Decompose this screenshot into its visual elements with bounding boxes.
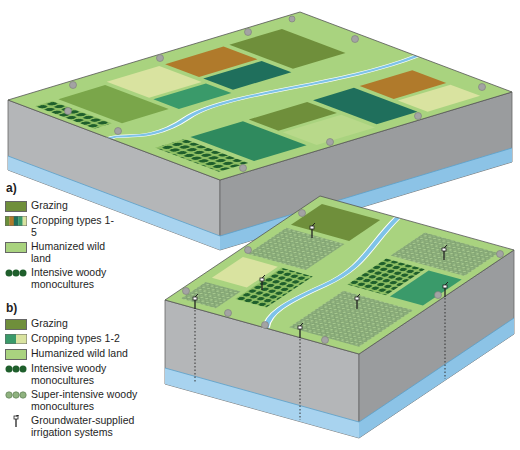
well-symbols-part [355,294,360,309]
legend-label: Intensive woody monocultures [31,267,115,290]
legend-swatch [5,201,27,212]
legend-entry: Super-intensive woody monocultures [5,389,161,412]
legend-entry: Humanized wild land [5,241,115,264]
legend-entry: Intensive woody monocultures [5,363,161,386]
land-surface-b [165,196,514,354]
irrigation-wells [195,298,445,420]
land-surface-b-part [390,270,462,305]
wild-trees-a-part [352,36,359,43]
land-surface-b-part [181,282,241,308]
land-surface-b-part [289,291,413,347]
legend-entry: Cropping types 1-5 [5,215,115,238]
wild-trees-a [65,16,486,172]
land-surface-a-part [203,61,291,90]
legend-entry: Grazing [5,200,115,212]
wild-trees-a-part [157,55,164,62]
wild-trees-b-part [299,210,306,217]
legend-label: Intensive woody monocultures [31,363,161,386]
legend-swatch [5,349,27,360]
land-surface-a-part [108,50,418,145]
wild-trees-a-part [479,84,486,91]
legend-entry: Groundwater-supplied irrigation systems [5,415,161,438]
panel-label: a) [6,182,17,195]
legend-symbol [5,267,27,279]
legend-label: Groundwater-supplied irrigation systems [31,415,161,438]
block-a [8,12,512,250]
land-surface-b-part [243,218,421,328]
irrigation-wells-part [300,339,301,420]
wild-trees-a-part [115,128,122,135]
wild-trees-b [183,210,504,344]
block-b-part [165,196,514,354]
wild-trees-a-part [415,113,422,120]
legend-label: Cropping types 1-5 [31,215,115,238]
well-symbols-part [310,223,315,238]
well-symbols-part [443,282,448,297]
wild-trees-a-part [327,139,334,146]
legend-symbol [5,363,27,375]
wild-trees-a-part [289,16,295,22]
legend-label: Humanized wild land [31,348,161,360]
wild-trees-b-part [183,288,190,295]
legend-label: Super-intensive woody monocultures [31,389,161,412]
legend-label: Cropping types 1-2 [31,333,161,345]
legend-swatch [5,319,27,330]
block-b [165,196,514,438]
well-symbols-part [193,294,198,309]
legend-symbol [5,333,27,345]
legend-symbol [5,415,27,427]
well-symbols [193,223,448,338]
wild-trees-b-part [245,247,252,254]
land-surface-a-part [283,115,375,145]
well-symbols-part [260,275,265,290]
wild-trees-b-part [225,310,232,317]
wild-trees-a-part [70,82,77,89]
legend-entry: Grazing [5,318,161,330]
land-surface-a-part [229,29,345,69]
block-a-part [8,156,220,250]
land-surface-a-part [8,12,512,180]
block-a-part [8,12,512,180]
legend-label: Grazing [31,200,115,212]
land-surface-a-part [398,85,480,112]
land-surface-b-part [165,196,514,354]
land-surface-b-part [243,218,421,328]
wild-trees-b-part [435,292,442,299]
wild-trees-a-part [65,108,72,115]
wild-trees-b-part [262,322,269,329]
legend-label: Humanized wild land [31,241,115,264]
well-symbols-part [298,323,303,338]
legend-symbol [5,215,27,227]
block-b-part [165,368,359,438]
land-surface-b-part [235,268,313,308]
legend-swatch [5,242,27,253]
irrigation-wells-part [445,298,446,379]
panel-label: b) [6,302,17,315]
land-surface-a-part [108,50,418,145]
wild-trees-a-part [240,165,247,172]
irrigation-wells-part [195,310,196,383]
land-surface-a [8,12,512,180]
legend-entry: Humanized wild land [5,348,161,360]
wild-trees-b-part [497,251,504,258]
legend-entry: Intensive woody monocultures [5,267,115,290]
legend-symbol [5,389,27,401]
well-symbols-part [442,245,447,260]
land-surface-a-part [155,139,248,172]
wild-trees-b-part [322,337,329,344]
legend-label: Grazing [31,318,161,330]
legend-entry: Cropping types 1-2 [5,333,161,345]
wild-trees-a-part [245,29,252,36]
